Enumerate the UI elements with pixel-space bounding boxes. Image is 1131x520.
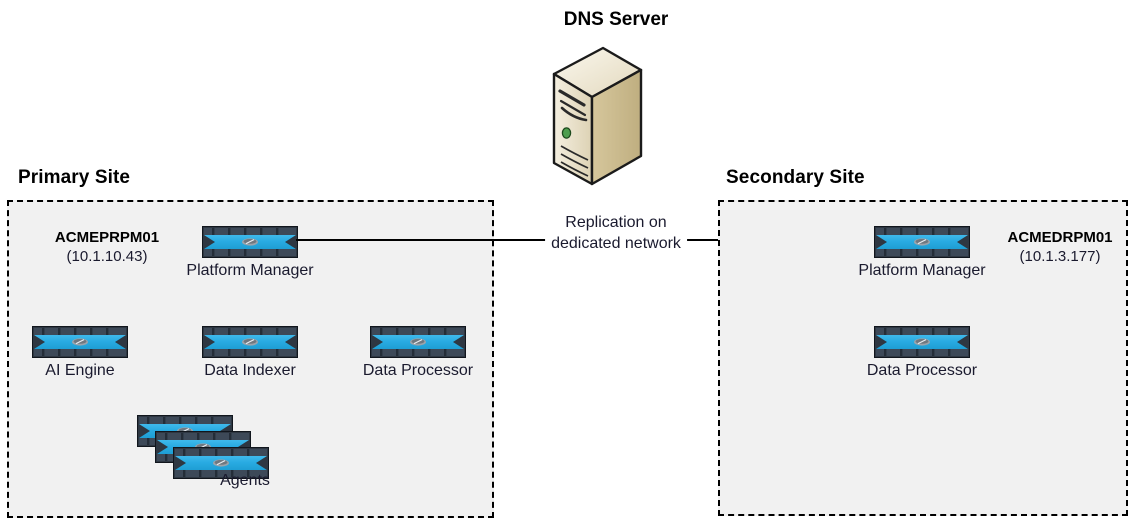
secondary-site-container bbox=[718, 200, 1128, 516]
primary-site-title: Primary Site bbox=[18, 167, 131, 188]
primary-device-data-processor-label: Data Processor bbox=[362, 362, 474, 379]
primary-host-ip: (10.1.10.43) bbox=[66, 248, 148, 266]
primary-device-data-indexer-label: Data Indexer bbox=[204, 362, 296, 379]
secondary-host-name: ACMEDRPM01 bbox=[1007, 229, 1113, 246]
primary-device-agents-stack-icon[interactable] bbox=[137, 415, 269, 480]
primary-device-ai-engine-label: AI Engine bbox=[45, 362, 115, 379]
dns-server-title: DNS Server bbox=[563, 9, 669, 30]
primary-device-data-indexer-icon[interactable] bbox=[202, 326, 298, 358]
primary-device-ai-engine-icon[interactable] bbox=[32, 326, 128, 358]
primary-host-name: ACMEPRPM01 bbox=[54, 229, 160, 246]
secondary-host-callout: ACMEDRPM01 (10.1.3.177) bbox=[1007, 228, 1112, 266]
replication-label-line-1: Replication on bbox=[565, 214, 667, 231]
primary-device-platform-manager-label: Platform Manager bbox=[186, 262, 314, 279]
secondary-site-title: Secondary Site bbox=[726, 167, 865, 188]
secondary-device-data-processor-icon[interactable] bbox=[874, 326, 970, 358]
primary-device-platform-manager-icon[interactable] bbox=[202, 226, 298, 258]
replication-label-line-2: dedicated network bbox=[551, 235, 681, 253]
primary-device-data-processor-icon[interactable] bbox=[370, 326, 466, 358]
primary-device-agents-label: Agents bbox=[220, 472, 270, 489]
secondary-device-platform-manager-icon[interactable] bbox=[874, 226, 970, 258]
secondary-device-data-processor-label: Data Processor bbox=[866, 362, 978, 379]
server-tower-icon bbox=[546, 42, 646, 190]
replication-connector-label: Replication on dedicated network bbox=[545, 212, 687, 255]
secondary-host-ip: (10.1.3.177) bbox=[1019, 248, 1101, 266]
secondary-device-platform-manager-label: Platform Manager bbox=[858, 262, 986, 279]
primary-host-callout: ACMEPRPM01 (10.1.10.43) bbox=[55, 228, 159, 266]
